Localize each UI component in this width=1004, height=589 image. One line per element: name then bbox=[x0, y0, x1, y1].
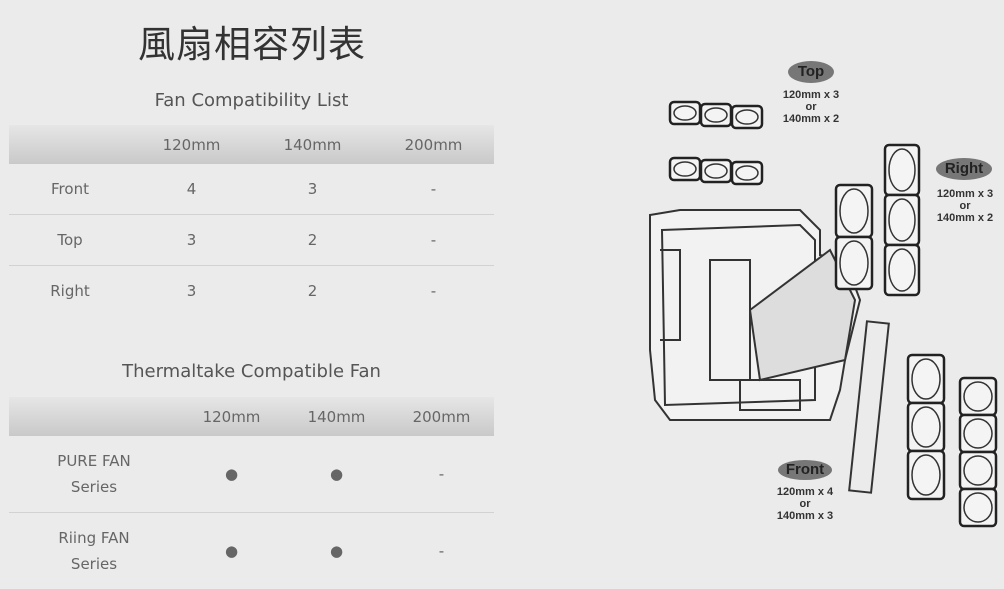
spec-line: 120mm x 4 bbox=[765, 486, 845, 498]
cell: - bbox=[373, 215, 494, 266]
tt-compat-table: 120mm 140mm 200mm PURE FAN Series ● ● - … bbox=[9, 397, 494, 589]
spec-line: or bbox=[765, 498, 845, 510]
table-row: Top 3 2 - bbox=[9, 215, 494, 266]
table-row: Right 3 2 - bbox=[9, 266, 494, 317]
table-row: Front 4 3 - bbox=[9, 164, 494, 215]
fan-icon bbox=[960, 378, 996, 415]
fan-icon bbox=[960, 489, 996, 526]
cell: ● bbox=[179, 513, 284, 589]
page-title: 風扇相容列表 bbox=[0, 14, 504, 68]
spec-line: or bbox=[771, 101, 851, 113]
fan-icon bbox=[836, 237, 872, 289]
header-cell: 140mm bbox=[284, 397, 389, 436]
fan-icon bbox=[885, 145, 919, 195]
front-filter-icon bbox=[849, 321, 889, 492]
spec-line: 120mm x 3 bbox=[925, 188, 1004, 200]
top-label: Top bbox=[788, 61, 834, 83]
cell: 3 bbox=[252, 164, 373, 215]
fan-icon bbox=[908, 451, 944, 499]
right-label: Right bbox=[936, 158, 992, 180]
header-cell: 120mm bbox=[131, 125, 252, 164]
cell: ● bbox=[284, 436, 389, 513]
fan-icon bbox=[836, 185, 872, 237]
header-cell: 120mm bbox=[179, 397, 284, 436]
spec-line: 140mm x 2 bbox=[771, 113, 851, 125]
fan-icon bbox=[960, 452, 996, 489]
fan-icon bbox=[885, 245, 919, 295]
row-label: PURE FAN Series bbox=[9, 436, 179, 513]
cell: 3 bbox=[131, 266, 252, 317]
top-spec: 120mm x 3 or 140mm x 2 bbox=[771, 89, 851, 125]
spec-line: or bbox=[925, 200, 1004, 212]
fan-compat-table: 120mm 140mm 200mm Front 4 3 - Top 3 2 - … bbox=[9, 125, 494, 316]
table-header: 120mm 140mm 200mm bbox=[9, 397, 494, 436]
cell: 2 bbox=[252, 266, 373, 317]
cell: ● bbox=[284, 513, 389, 589]
cell: 2 bbox=[252, 215, 373, 266]
cell: - bbox=[389, 513, 494, 589]
row-label: Top bbox=[9, 215, 131, 266]
spec-line: 140mm x 3 bbox=[765, 510, 845, 522]
front-spec: 120mm x 4 or 140mm x 3 bbox=[765, 486, 845, 522]
spec-line: 140mm x 2 bbox=[925, 212, 1004, 224]
row-label: Front bbox=[9, 164, 131, 215]
header-cell: 140mm bbox=[252, 125, 373, 164]
fan-icon bbox=[908, 355, 944, 403]
cell: - bbox=[389, 436, 494, 513]
table-header: 120mm 140mm 200mm bbox=[9, 125, 494, 164]
header-cell bbox=[9, 125, 131, 164]
cell: - bbox=[373, 164, 494, 215]
row-label: Right bbox=[9, 266, 131, 317]
header-cell: 200mm bbox=[373, 125, 494, 164]
header-cell bbox=[9, 397, 179, 436]
fan-compat-title: Fan Compatibility List bbox=[9, 90, 494, 111]
cell: 3 bbox=[131, 215, 252, 266]
fan-icon bbox=[885, 195, 919, 245]
cell: ● bbox=[179, 436, 284, 513]
front-label: Front bbox=[778, 460, 832, 480]
cell: 4 bbox=[131, 164, 252, 215]
case-chassis-icon bbox=[650, 210, 860, 420]
cell: - bbox=[373, 266, 494, 317]
right-spec: 120mm x 3 or 140mm x 2 bbox=[925, 188, 1004, 224]
tt-compat-title: Thermaltake Compatible Fan bbox=[9, 361, 494, 382]
table-row: PURE FAN Series ● ● - bbox=[9, 436, 494, 513]
fan-icon bbox=[908, 403, 944, 451]
table-row: Riing FAN Series ● ● - bbox=[9, 513, 494, 589]
row-label: Riing FAN Series bbox=[9, 513, 179, 589]
fan-icon bbox=[960, 415, 996, 452]
header-cell: 200mm bbox=[389, 397, 494, 436]
spec-line: 120mm x 3 bbox=[771, 89, 851, 101]
